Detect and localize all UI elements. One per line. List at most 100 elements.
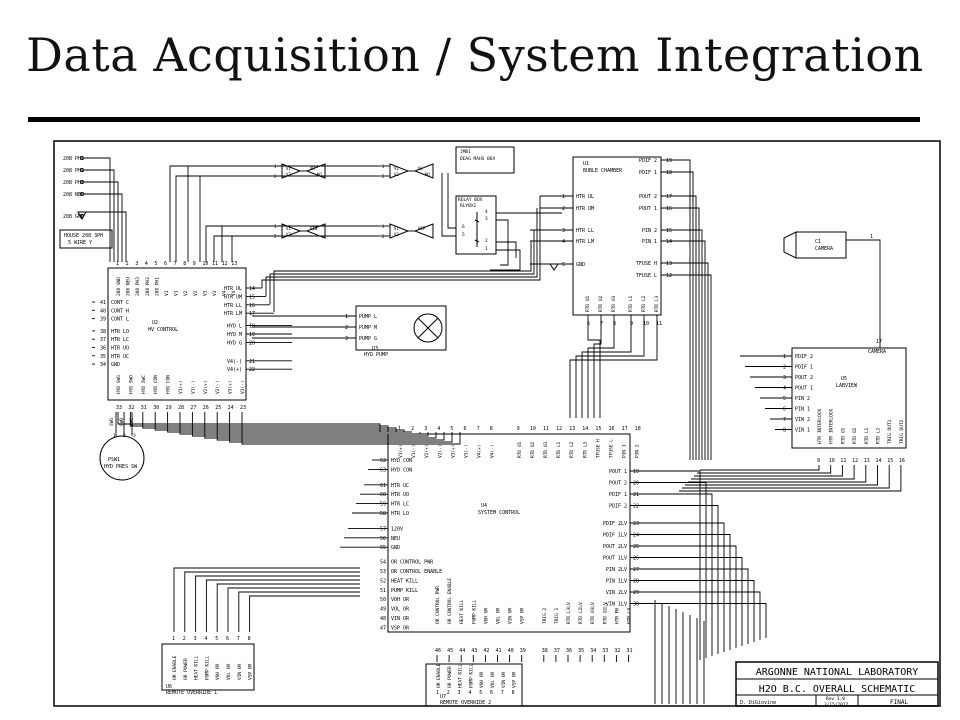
valve-label: V2 [394, 172, 399, 177]
pin-number: 3 [783, 375, 786, 381]
valve-symbol [389, 223, 434, 239]
house-power-label: 208 PH3 [63, 180, 84, 186]
pin-number: 3 [562, 228, 565, 234]
wire [205, 579, 360, 632]
pin-number: 26 [203, 405, 209, 411]
pin-label: TFUSE H [595, 439, 601, 458]
u2-name: HV CONTROL [148, 327, 178, 333]
pin-number: 16 [899, 458, 905, 464]
pin-label: V1(+) [398, 444, 404, 458]
pin-label: TRIG 1 [554, 607, 560, 624]
house-power-wire [84, 169, 115, 262]
pin-number: 6 [587, 321, 590, 327]
pin-label: CONT L [111, 317, 129, 323]
pin-number: 49 [380, 607, 386, 613]
pin-number: 1 [398, 426, 401, 432]
pin-label: V2(+) [203, 380, 209, 394]
pin-number: 1 [783, 354, 786, 360]
pin-number: 5 [462, 232, 465, 238]
title-block-author: D. DiGiovine [740, 700, 776, 706]
rtd-wire [587, 315, 615, 418]
deag-box-id: JMB1 [460, 149, 471, 155]
pin-label: HTR UL [576, 194, 594, 200]
u3-hyd-pump [355, 305, 447, 351]
pin-number: 50 [380, 597, 386, 603]
pin-label: HTR UO [391, 492, 409, 498]
pin-label: RTD U2 [598, 295, 604, 312]
pin-number: 34 [590, 648, 596, 654]
pin-number: 13 [231, 261, 237, 267]
pin-number: 14 [249, 286, 255, 292]
pin-label: VOL OR [391, 607, 410, 613]
pin-number: 1 [436, 690, 439, 696]
pin-label: V4(+) [227, 367, 242, 373]
pin-label: PUMP L [359, 314, 377, 320]
pin-number: 48 [380, 616, 386, 622]
pin-number: 16 [609, 426, 615, 432]
pin-number: 3 [458, 690, 461, 696]
pin-label: V2(-) [215, 380, 221, 394]
u5-name: LABVIEW [836, 383, 858, 389]
slide-title: Data Acquisition / System Integration [26, 28, 924, 82]
wire [700, 465, 820, 471]
pin-number: 7 [600, 321, 603, 327]
rtd-wire [587, 315, 601, 418]
pump-motor-icon [413, 313, 443, 343]
pin-label: CONT H [111, 308, 129, 314]
wires [84, 157, 902, 704]
pin-label: HEAT KILL [194, 655, 200, 680]
pin-label: V2(-) [437, 444, 443, 458]
htr-wire [261, 196, 541, 288]
title-block-status: FINAL [890, 699, 908, 706]
pin-number: 17 [666, 194, 672, 200]
pin-number: 3 [485, 216, 488, 222]
htr-wire [269, 230, 535, 304]
pin-label: HEAT KILL [458, 663, 464, 688]
pin-number: 4 [468, 690, 471, 696]
wire [691, 465, 855, 480]
valve-label: V2 [286, 172, 291, 177]
pin-number: 2 [126, 261, 129, 267]
pin-number: 8 [490, 426, 493, 432]
pin-number: 16 [249, 303, 255, 309]
pin-number: 10 [829, 458, 835, 464]
pin-label: HTR INTERLOCK [817, 408, 823, 444]
pin-label: POUT 2LV [603, 544, 627, 550]
house-power-wire [84, 193, 123, 262]
pin-label: V2(+) [424, 444, 430, 458]
pin-label: GND [111, 362, 120, 368]
pin-number: 9 [517, 426, 520, 432]
pin-number: 2 [447, 690, 450, 696]
wire [496, 219, 509, 266]
pin-label: V3(-) [240, 380, 246, 394]
pin-number: 7 [783, 417, 786, 423]
pin-label: V4(+) [477, 444, 483, 458]
pin-label: SWG [109, 418, 115, 426]
pin-number: 13 [666, 261, 672, 267]
pin-label: OR ENABLE [436, 663, 442, 688]
pin-number: 25 [215, 405, 221, 411]
pin-number: 36 [566, 648, 572, 654]
pin-label: OR POWER [447, 666, 453, 688]
pin-label: PIN 1 [622, 444, 628, 458]
pin-label: RTD U2 [852, 427, 858, 444]
pin-label: VOH OR [483, 607, 489, 624]
pin-label: RTD L3 [582, 441, 588, 458]
wire [184, 571, 360, 632]
ground-symbol [77, 211, 87, 221]
u1-right-wire [661, 195, 697, 460]
pin-number: 5 [154, 261, 157, 267]
pin-label: HTR INTERLOCK [829, 408, 835, 444]
pin-label: PDIF 2 [639, 158, 657, 164]
terminal [80, 168, 84, 172]
pin-number: 21 [249, 359, 255, 365]
pin-number: 7 [174, 261, 177, 267]
pin-label: GND [576, 262, 585, 268]
valve-label: V1 [394, 226, 399, 231]
pin-number: 12 [556, 426, 562, 432]
pin-label: OR CONTROL PWR [435, 586, 441, 624]
pin-number: 60 [380, 492, 386, 498]
pin-number: 10 [530, 426, 536, 432]
valve-wire [231, 235, 378, 262]
